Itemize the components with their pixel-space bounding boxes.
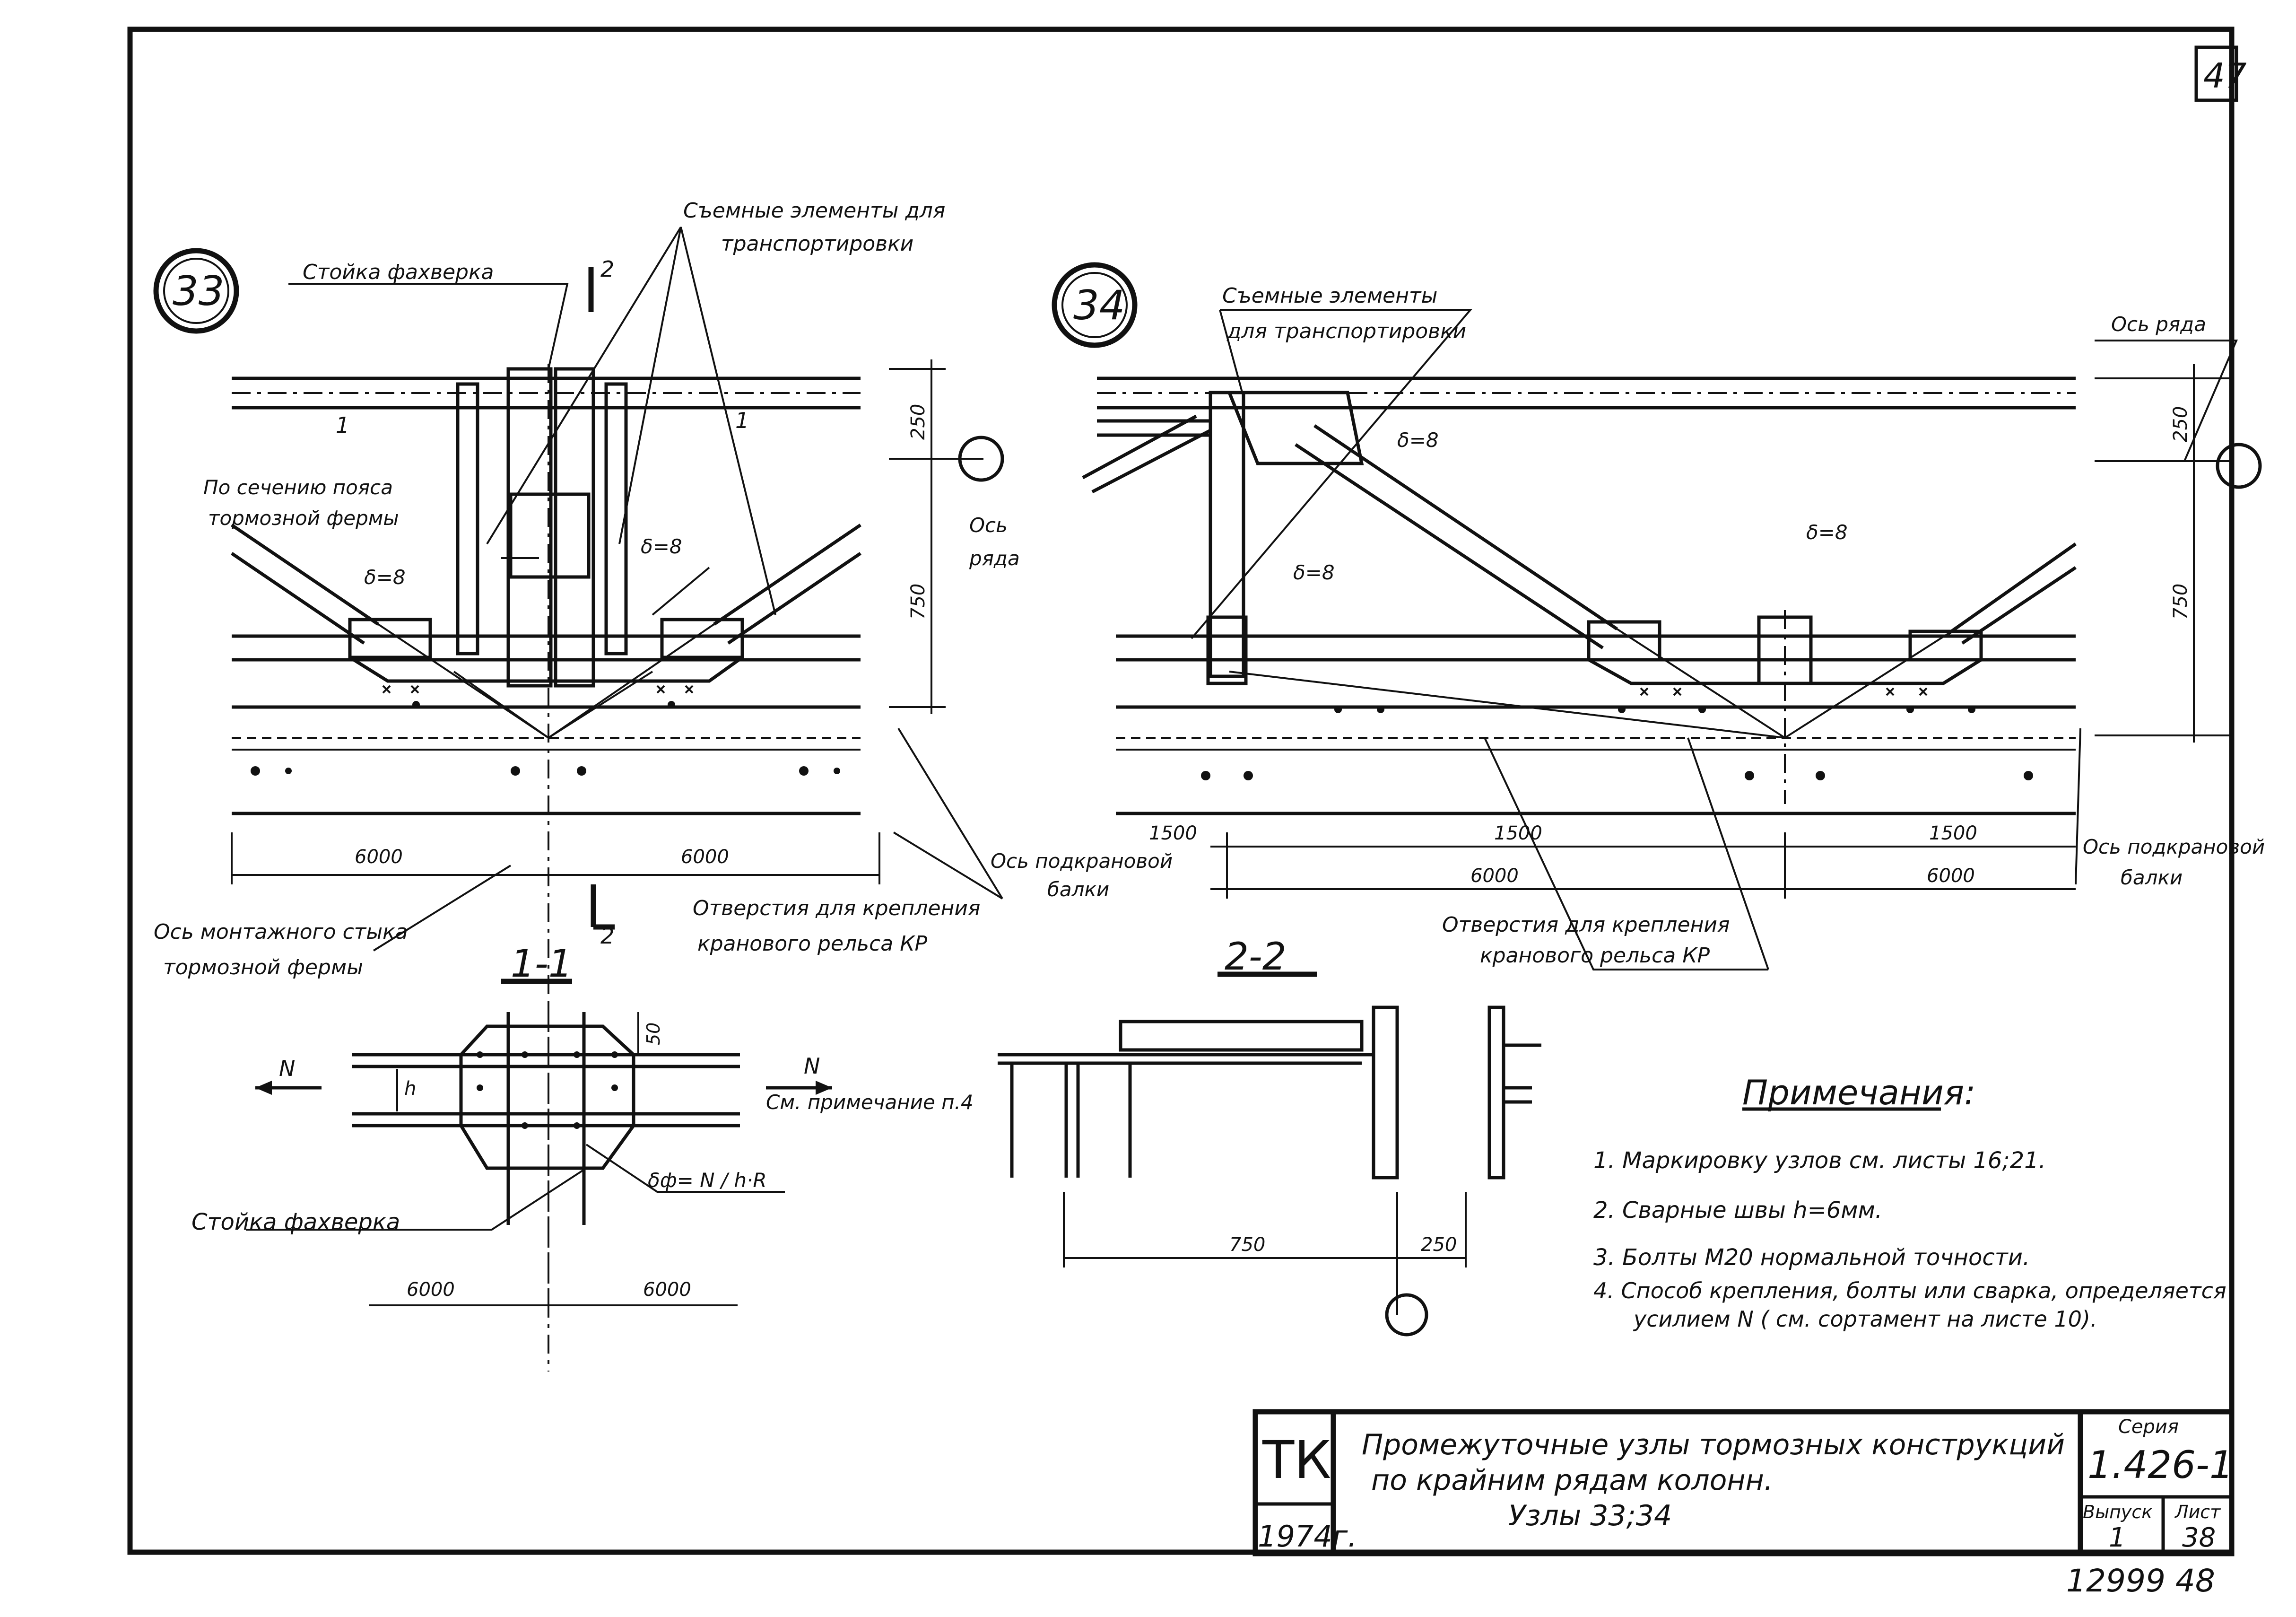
node-33-dim-6000-right: 6000 <box>681 846 729 868</box>
node-33-os-ryada-line1: Ось <box>969 514 1008 537</box>
node-34-removable-line1: Съемные элементы <box>1222 284 1437 308</box>
node-33-os-podkran-line2: балки <box>1047 878 1109 901</box>
node-34-delta-top: δ=8 <box>1397 428 1439 452</box>
node-33-section-2-top: 2 <box>600 256 614 282</box>
section-1-1-dim-50: 50 <box>643 1023 664 1045</box>
sheet-value: 38 <box>2182 1522 2216 1553</box>
section-1-1-delta-formula: δф= N / h·R <box>648 1169 767 1192</box>
section-2-2-dim-750: 750 <box>1229 1234 1265 1256</box>
sheet-label: Лист <box>2174 1502 2221 1522</box>
node-33-removable-line1: Съемные элементы для <box>683 199 945 223</box>
series-label: Серия <box>2118 1416 2179 1438</box>
section-1-1-dim-6000-right: 6000 <box>643 1279 691 1301</box>
section-2-2-title: 2-2 <box>1225 935 1287 979</box>
frame <box>127 26 2238 1555</box>
node-33-drawing <box>153 226 1004 1372</box>
title-year: 1974г. <box>1258 1519 1357 1554</box>
title-line-3: Узлы 33;34 <box>1508 1499 1672 1532</box>
node-33-stoyka-label: Стойка фахверка <box>303 260 494 284</box>
section-1-1-n-left: N <box>279 1056 295 1081</box>
node-33-circle <box>153 248 239 334</box>
node-33-os-montazh-line2: тормозной фермы <box>163 955 363 979</box>
node-33-label: 33 <box>173 268 224 315</box>
node-34-otverstiya-line2: кранового рельса КР <box>1480 944 1710 968</box>
node-33-otverstiya-line2: кранового рельса КР <box>697 932 927 956</box>
node-33-removable-line2: транспортировки <box>721 232 913 256</box>
notes-title: Примечания: <box>1742 1073 1975 1112</box>
issue-label: Выпуск <box>2083 1502 2152 1522</box>
node-33-po-secheniyu-line2: тормозной фермы <box>208 507 399 530</box>
node-33-dim-6000-left: 6000 <box>355 846 403 868</box>
node-33-os-montazh-line1: Ось монтажного стыка <box>154 920 408 944</box>
section-1-1-dim-6000-left: 6000 <box>407 1279 455 1301</box>
title-block <box>1252 1409 2235 1556</box>
title-line-2: по крайним рядам колонн. <box>1371 1464 1773 1497</box>
node-34-dim-1500-b: 1500 <box>1494 822 1542 844</box>
note-item-4: 4. Способ крепления, болты или сварка, о… <box>1593 1278 2226 1303</box>
node-34-delta-left: δ=8 <box>1293 561 1335 584</box>
node-34-dim-6000-left: 6000 <box>1470 865 1519 887</box>
node-34-otverstiya-line1: Отверстия для крепления <box>1442 913 1730 937</box>
sheet-number: 47 <box>2203 56 2247 96</box>
node-34-dim-6000-right: 6000 <box>1927 865 1975 887</box>
note-item-3: 3. Болты М20 нормальной точности. <box>1593 1244 2030 1271</box>
title-org: ТК <box>1262 1430 1331 1490</box>
node-33-delta-left: δ=8 <box>364 566 406 589</box>
section-1-1-stoyka: Стойка фахверка <box>191 1209 400 1235</box>
note-item-4-cont: усилием N ( см. сортамент на листе 10). <box>1633 1306 2097 1332</box>
node-34-removable-line2: для транспортировки <box>1226 319 1466 343</box>
node-34-delta-mid: δ=8 <box>1806 521 1848 544</box>
node-34-dim-250: 250 <box>2170 406 2192 442</box>
title-line-1: Промежуточные узлы тормозных конструкций <box>1362 1428 2065 1461</box>
node-34-dim-750: 750 <box>2170 584 2192 620</box>
note-item-1: 1. Маркировку узлов см. листы 16;21. <box>1593 1147 2046 1174</box>
node-34-circle <box>1052 262 1138 348</box>
section-1-1-note-ref: См. примечание п.4 <box>766 1091 974 1114</box>
node-34-os-ryada: Ось ряда <box>2111 313 2206 336</box>
node-34-os-podkran-line2: балки <box>2121 866 2183 889</box>
note-item-2: 2. Сварные швы h=6мм. <box>1593 1197 1882 1224</box>
series-value: 1.426-1 <box>2087 1443 2234 1487</box>
node-33-delta-right: δ=8 <box>641 535 682 558</box>
section-2-2-dim-250: 250 <box>1421 1234 1457 1256</box>
node-33-otverstiya-line1: Отверстия для крепления <box>693 896 980 920</box>
node-33-dim-250: 250 <box>907 404 929 440</box>
node-34-label: 34 <box>1073 282 1125 329</box>
node-33-section-2-bottom: 2 <box>600 923 614 949</box>
issue-value: 1 <box>2109 1522 2126 1553</box>
node-33-os-ryada-line2: ряда <box>969 547 1020 570</box>
node-34-dim-1500-c: 1500 <box>1929 822 1977 844</box>
node-33-dim-750: 750 <box>907 584 929 620</box>
section-1-1-drawing <box>246 979 832 1310</box>
section-2-2-drawing <box>998 971 1541 1337</box>
node-33-os-podkran-line1: Ось подкрановой <box>991 849 1173 873</box>
archive-number: 12999 48 <box>2066 1563 2215 1599</box>
node-33-po-secheniyu-line1: По сечению пояса <box>203 476 393 499</box>
section-1-1-n-right: N <box>804 1053 820 1079</box>
node-34-drawing <box>1052 262 2262 970</box>
node-34-dim-1500-a: 1500 <box>1149 822 1197 844</box>
node-34-os-podkran-line1: Ось подкрановой <box>2083 835 2265 858</box>
section-1-1-h: h <box>404 1078 416 1100</box>
section-1-1-title: 1-1 <box>511 942 573 986</box>
node-33-section-1-left: 1 <box>336 412 349 438</box>
node-33-section-1-right: 1 <box>735 408 749 433</box>
